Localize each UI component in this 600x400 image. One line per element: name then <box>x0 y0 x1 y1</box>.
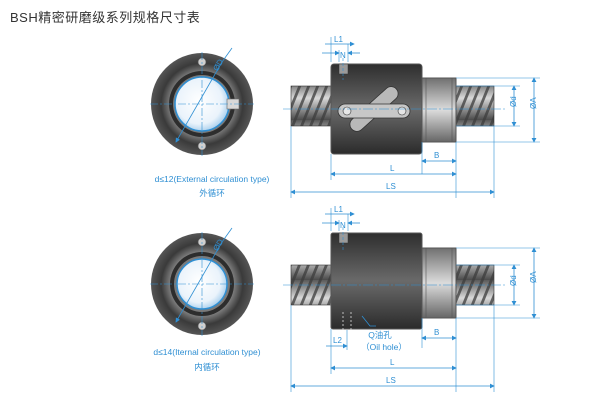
oil-nipple <box>338 232 349 244</box>
label-A: ØA <box>529 97 538 109</box>
internal-caption: d≤14(Iternal circulation type) <box>153 347 260 357</box>
label-N: N <box>340 51 346 60</box>
label-L: L <box>390 164 395 173</box>
label-d: Ød <box>509 96 518 107</box>
label-N: N <box>340 221 346 230</box>
nut-body <box>330 232 423 330</box>
page-title: BSH精密研磨级系列规格尺寸表 <box>10 10 201 25</box>
internal-type-cn: 内循环 <box>194 362 220 372</box>
oil-nipple <box>338 63 349 75</box>
tube-clamp <box>337 103 411 119</box>
label-L1: L1 <box>334 205 343 214</box>
label-L1: L1 <box>334 35 343 44</box>
label-L: L <box>390 358 395 367</box>
label-d: Ød <box>509 275 518 286</box>
clamp-screw-icon <box>342 106 352 116</box>
internal-end-view: ØD <box>150 227 254 336</box>
external-end-view: ØD <box>150 47 254 156</box>
internal-side-view: L1 N Ød ØA Q油孔 （Oil hole） B L2 L LS <box>283 205 540 392</box>
label-LS: LS <box>386 182 396 191</box>
oil-hole-label-en: （Oil hole） <box>361 342 407 352</box>
label-L2: L2 <box>333 336 342 345</box>
label-A: ØA <box>529 271 538 283</box>
label-LS: LS <box>386 376 396 385</box>
nut-flange <box>421 77 457 143</box>
oil-hole-label-cn: Q油孔 <box>368 330 392 340</box>
screw-shaft-left <box>290 85 332 127</box>
external-caption: d≤12(External circulation type) <box>155 174 270 184</box>
clamp-screw-icon <box>397 106 407 116</box>
label-B: B <box>434 328 439 337</box>
external-side-view: L1 N Ød ØA B L LS <box>283 35 540 198</box>
nut-flange <box>421 247 457 319</box>
label-B: B <box>434 151 439 160</box>
screw-shaft-right <box>455 85 495 127</box>
external-type-cn: 外循环 <box>199 188 225 198</box>
